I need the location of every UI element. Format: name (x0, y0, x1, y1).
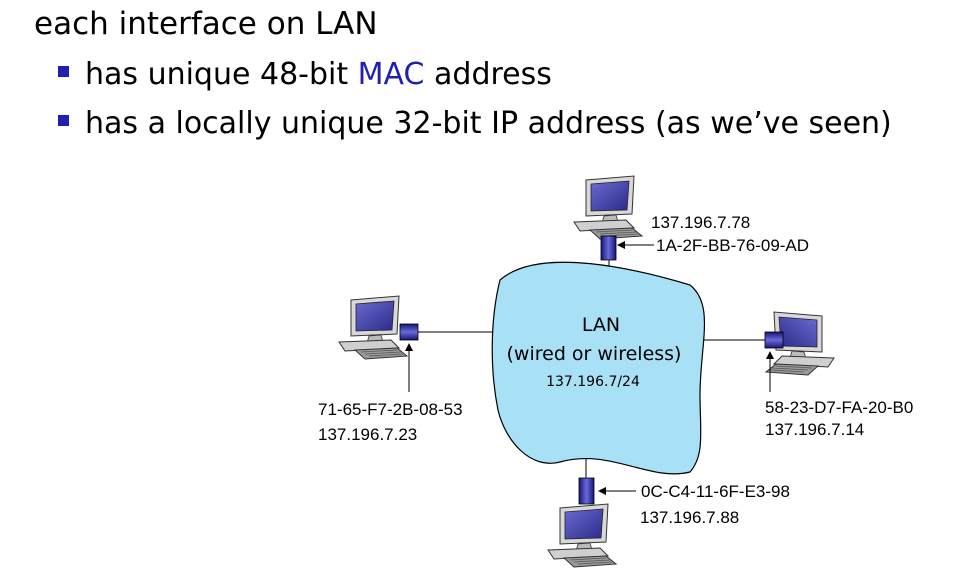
bottom-host-ip: 137.196.7.88 (640, 508, 739, 527)
bullet-mac-highlight: MAC (357, 57, 425, 92)
top-adapter-icon (600, 235, 617, 261)
bullet-square-icon (58, 66, 69, 77)
bottom-mac-arrowhead (598, 487, 606, 495)
right-host-mac: 58-23-D7-FA-20-B0 (765, 398, 913, 417)
top-mac-arrowhead (617, 241, 625, 249)
left-computer-icon (338, 295, 408, 360)
left-adapter-icon (399, 323, 419, 341)
left-host-mac: 71-65-F7-2B-08-53 (318, 400, 463, 419)
left-host-ip: 137.196.7.23 (318, 425, 417, 444)
bullet-square-icon (58, 115, 69, 126)
right-mac-arrowhead (766, 351, 774, 359)
bullet-ip-text: has a locally unique 32-bit IP address (… (85, 106, 892, 141)
bullet-mac-text-after: address (424, 57, 552, 92)
bottom-computer-icon (547, 503, 617, 568)
bottom-host-mac: 0C-C4-11-6F-E3-98 (641, 482, 790, 501)
right-adapter-icon (764, 331, 784, 349)
slide-heading: each interface on LAN (34, 6, 378, 42)
lan-subtitle: (wired or wireless) (507, 343, 682, 365)
lan-subnet: 137.196.7/24 (546, 374, 640, 390)
bullet-ip: has a locally unique 32-bit IP address (… (58, 106, 892, 141)
top-computer-icon (573, 175, 643, 240)
right-host-ip: 137.196.7.14 (765, 420, 864, 439)
bottom-adapter-icon (578, 477, 595, 505)
lan-cloud (491, 261, 705, 475)
top-host-ip: 137.196.7.78 (651, 213, 750, 232)
top-host-mac: 1A-2F-BB-76-09-AD (656, 236, 809, 255)
left-mac-arrowhead (405, 343, 413, 351)
bullet-mac-text-before: has unique 48-bit (85, 57, 358, 92)
bullet-mac: has unique 48-bit MAC address (58, 57, 552, 92)
lan-title: LAN (582, 314, 620, 336)
